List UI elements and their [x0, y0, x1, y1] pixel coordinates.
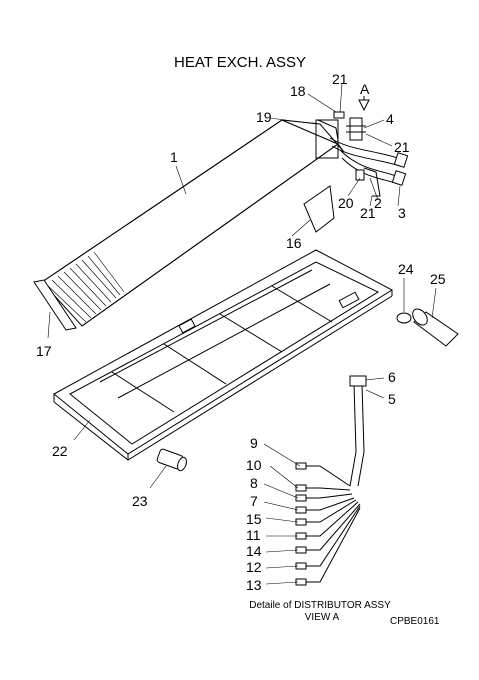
drain-pan: [53, 249, 394, 461]
callout-23: 23: [132, 493, 148, 509]
callout-19: 19: [256, 109, 272, 125]
callout-8: 8: [250, 475, 258, 491]
callout-3: 3: [398, 205, 406, 221]
callout-6: 6: [388, 369, 396, 385]
drain-cap-part-23: [156, 448, 187, 472]
callout-12: 12: [246, 559, 262, 575]
callout-22: 22: [52, 443, 68, 459]
view-caption: VIEW A: [305, 612, 340, 623]
callout-1: 1: [170, 149, 178, 165]
end-plate-strip: [33, 279, 77, 331]
refrigerant-piping: [317, 111, 409, 197]
callout-17: 17: [36, 343, 52, 359]
view-a-marker: A: [360, 81, 370, 97]
callout-21-right: 21: [394, 139, 410, 155]
callout-10: 10: [246, 457, 262, 473]
detail-caption: Detaile of DISTRIBUTOR ASSY: [249, 600, 391, 611]
leader-lines: [47, 83, 437, 585]
bracket-part-16: [303, 185, 335, 233]
callout-20: 20: [338, 195, 354, 211]
distributor-detail: [295, 375, 367, 586]
callout-24: 24: [398, 261, 414, 277]
callout-9: 9: [250, 435, 258, 451]
drawing-code: CPBE0161: [390, 616, 440, 627]
callout-16: 16: [286, 235, 302, 251]
callout-labels: 1 17 22 16 19 18 21 A 4 21 2 3 20 21 24 …: [36, 71, 446, 593]
diagram-title: HEAT EXCH. ASSY: [174, 54, 306, 71]
callout-18: 18: [290, 83, 306, 99]
view-a-arrow: [358, 96, 370, 112]
callout-7: 7: [250, 493, 258, 509]
callout-14: 14: [246, 543, 262, 559]
callout-2: 2: [374, 195, 382, 211]
callout-21-bottom: 21: [360, 205, 376, 221]
callout-13: 13: [246, 577, 262, 593]
callout-4: 4: [386, 111, 394, 127]
callout-25: 25: [430, 271, 446, 287]
callout-5: 5: [388, 391, 396, 407]
hose-clamp-part-24: [396, 312, 412, 324]
callout-11: 11: [246, 527, 261, 543]
callout-15: 15: [246, 511, 262, 527]
drain-hose-part-25: [412, 308, 459, 347]
callout-21-top: 21: [332, 71, 348, 87]
